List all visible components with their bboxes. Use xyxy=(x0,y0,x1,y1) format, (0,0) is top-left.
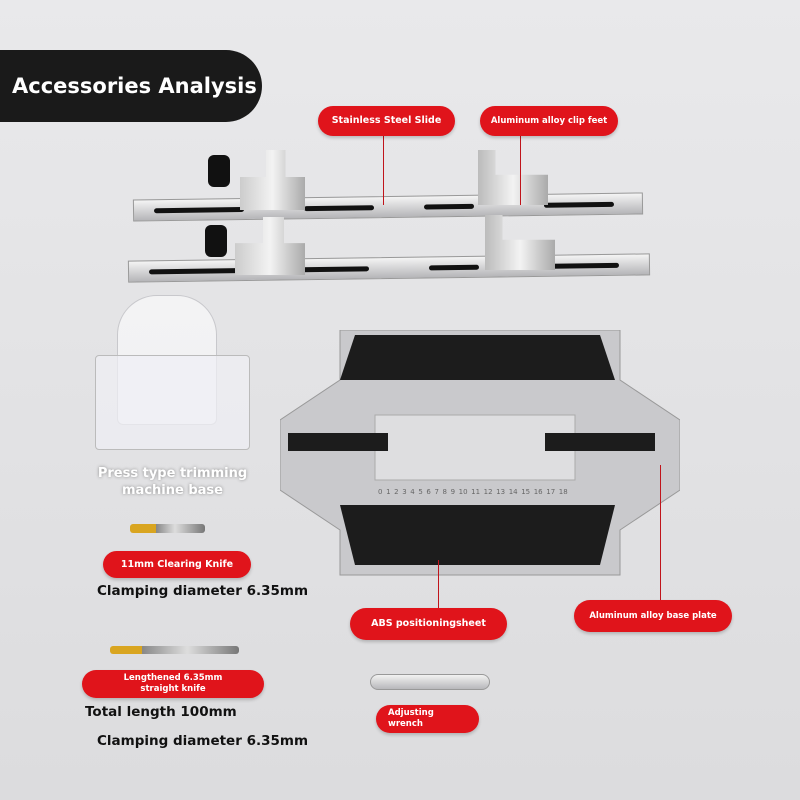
ruler-tick: 10 xyxy=(458,488,468,496)
label-trimming-base: Press type trimming machine base xyxy=(97,466,248,498)
stainless-steel-slide-bottom xyxy=(127,253,651,283)
ruler-tick: 3 xyxy=(402,488,407,496)
ruler-tick: 12 xyxy=(483,488,493,496)
straight-knife-length: Total length 100mm xyxy=(85,704,237,720)
label-straight-knife: Lengthened 6.35mm straight knife xyxy=(82,670,264,698)
knob-icon xyxy=(205,225,227,257)
trimming-machine-base xyxy=(95,295,255,455)
clip-foot xyxy=(235,217,305,275)
ruler-tick: 13 xyxy=(496,488,506,496)
ruler-tick: 5 xyxy=(418,488,423,496)
ruler-tick: 9 xyxy=(450,488,456,496)
ruler-tick: 7 xyxy=(434,488,439,496)
ruler-tick: 17 xyxy=(546,488,556,496)
straight-knife-spec: Clamping diameter 6.35mm xyxy=(97,733,309,749)
ruler-tick: 15 xyxy=(521,488,531,496)
label-wrench: Adjusting wrench xyxy=(376,705,479,733)
label-aluminum-clip-feet: Aluminum alloy clip feet xyxy=(480,106,618,136)
label-stainless-steel-slide: Stainless Steel Slide xyxy=(318,106,455,136)
ruler-tick: 8 xyxy=(442,488,447,496)
ruler-tick: 14 xyxy=(508,488,518,496)
label-base-plate: Aluminum alloy base plate xyxy=(574,600,732,632)
label-abs-sheet: ABS positioningsheet xyxy=(350,608,507,640)
ruler-tick: 2 xyxy=(394,488,399,496)
ruler-tick: 4 xyxy=(410,488,415,496)
wrench xyxy=(370,674,490,690)
ruler-tick: 16 xyxy=(533,488,543,496)
ruler-tick: 11 xyxy=(471,488,481,496)
page-title: Accessories Analysis xyxy=(0,50,262,122)
straight-knife xyxy=(110,646,239,654)
knob-icon xyxy=(208,155,230,187)
ruler-tick: 18 xyxy=(558,488,568,496)
clip-foot xyxy=(478,150,548,205)
ruler-tick: 1 xyxy=(386,488,391,496)
label-clearing-knife: 11mm Clearing Knife xyxy=(103,551,251,578)
clearing-knife xyxy=(130,524,205,533)
clip-foot xyxy=(240,150,305,210)
ruler-tick: 0 xyxy=(378,488,383,496)
clearing-knife-spec: Clamping diameter 6.35mm xyxy=(97,583,309,599)
aluminum-base-plate xyxy=(280,330,680,576)
stainless-steel-slide-top xyxy=(132,192,644,222)
clip-foot xyxy=(485,215,555,270)
ruler-tick: 6 xyxy=(426,488,431,496)
